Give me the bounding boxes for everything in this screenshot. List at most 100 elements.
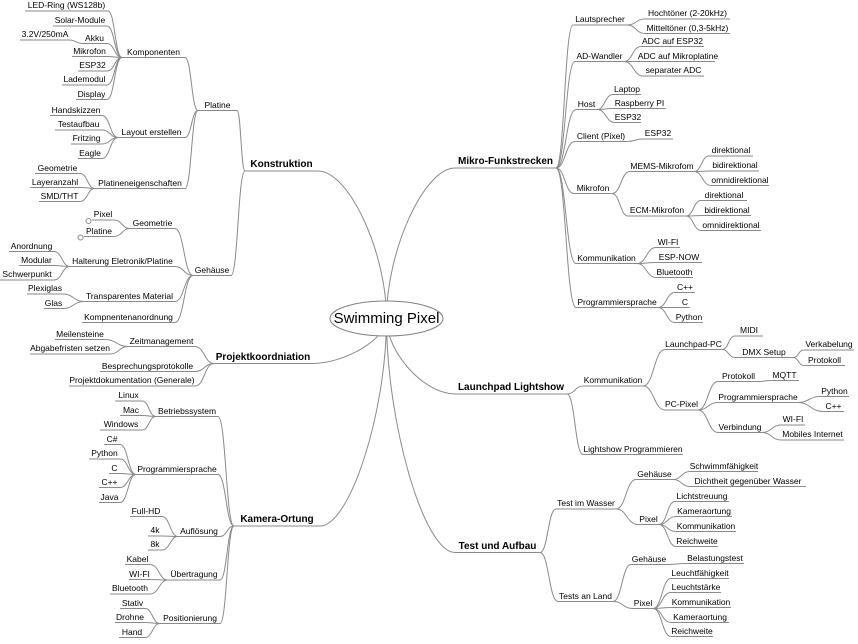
node-uebertragung[interactable]: Übertragung <box>170 569 218 579</box>
node-verkabelung[interactable]: Verkabelung <box>805 339 853 349</box>
node-pixel_g[interactable]: Pixel <box>93 209 113 219</box>
node-kompanord[interactable]: Kompnentenanordnung <box>84 311 173 322</box>
node-client[interactable]: Client (Pixel) <box>576 130 626 141</box>
node-display[interactable]: Display <box>77 88 106 99</box>
node-fullhd[interactable]: Full-HD <box>131 505 161 516</box>
node-lightshowprog[interactable]: Lightshow Programmieren <box>583 443 683 454</box>
node-bluetooth_k[interactable]: Bluetooth <box>112 583 148 593</box>
node-aufloesung[interactable]: Auflösung <box>180 525 218 536</box>
node-python_m[interactable]: Python <box>675 311 703 322</box>
node-belastung[interactable]: Belastungstest <box>687 552 743 563</box>
node-dmx[interactable]: DMX Setup <box>742 346 786 357</box>
node-pcpixel[interactable]: PC-Pixel <box>664 399 699 409</box>
node-cpp_m[interactable]: C++ <box>676 281 694 292</box>
node-komponenten[interactable]: Komponenten <box>127 46 180 57</box>
node-mems_omni[interactable]: omnidirektional <box>711 174 769 185</box>
node-anordnung[interactable]: Anordnung <box>10 240 53 251</box>
node-kabel[interactable]: Kabel <box>126 553 149 564</box>
fold-indicator-pixel_g[interactable] <box>85 218 92 224</box>
node-progspr_k[interactable]: Programmiersprache <box>137 463 217 474</box>
node-laptop[interactable]: Laptop <box>614 83 640 94</box>
node-plexiglas[interactable]: Plexiglas <box>27 283 63 293</box>
node-projekt[interactable]: Projektkoordniation <box>215 351 311 363</box>
node-cpp_k[interactable]: C++ <box>101 476 118 487</box>
node-glas[interactable]: Glas <box>44 297 63 308</box>
node-betriebs[interactable]: Betriebssystem <box>157 405 217 416</box>
node-komm_m[interactable]: Kommunikation <box>577 252 636 263</box>
node-mikrofon_m[interactable]: Mikrofon <box>576 182 610 193</box>
node-leuchtstaerke[interactable]: Leuchtstärke <box>671 581 721 592</box>
node-midi[interactable]: MIDI <box>740 325 758 335</box>
node-ledring[interactable]: LED-Ring (WS128b) <box>27 0 106 10</box>
node-mems_dir[interactable]: direktional <box>711 145 751 155</box>
node-wifi_l[interactable]: WI-FI <box>782 414 804 424</box>
node-testaufbau[interactable]: Testaufbau <box>57 119 100 129</box>
node-bluetooth_m[interactable]: Bluetooth <box>656 266 693 277</box>
node-modular[interactable]: Modular <box>21 254 52 265</box>
node-layout[interactable]: Layout erstellen <box>121 126 182 137</box>
node-raspberry[interactable]: Raspberry PI <box>614 97 665 108</box>
node-ecm_bidir[interactable]: bidirektional <box>704 204 750 215</box>
node-akku[interactable]: Akku <box>85 32 104 43</box>
node-abgabe[interactable]: Abgabefristen setzen <box>30 343 110 353</box>
node-gehaeuse_l[interactable]: Gehäuse <box>631 553 667 564</box>
node-kamera[interactable]: Kamera-Ortung <box>240 514 314 525</box>
node-launchpad[interactable]: Launchpad Lightshow <box>457 382 565 393</box>
node-dichtheit[interactable]: Dichtheit gegenüber Wasser <box>694 475 802 486</box>
node-halterung[interactable]: Halterung Eletronik/Platine <box>72 255 173 266</box>
node-drohne[interactable]: Drohne <box>116 611 144 622</box>
node-fourk[interactable]: 4k <box>150 525 160 535</box>
node-protokoll_pc[interactable]: Protokoll <box>721 370 756 381</box>
node-pixel_w[interactable]: Pixel <box>639 513 658 524</box>
node-mqtt[interactable]: MQTT <box>772 369 797 380</box>
node-schwimm[interactable]: Schwimmfähigkeit <box>689 460 759 471</box>
node-hochtoener[interactable]: Hochtöner (2-20kHz) <box>648 8 727 18</box>
node-komm_l[interactable]: Kommunikation <box>583 375 643 385</box>
node-geometrie_g[interactable]: Geometrie <box>132 217 173 228</box>
node-testundaufbau[interactable]: Test und Aufbau <box>458 540 537 552</box>
node-python_k[interactable]: Python <box>91 448 118 458</box>
node-lichtstreuung[interactable]: Lichtstreuung <box>676 490 728 501</box>
node-projektdok[interactable]: Projektdokumentation (Generale) <box>69 375 195 385</box>
node-csharp[interactable]: C# <box>106 433 118 444</box>
node-eagle[interactable]: Eagle <box>79 147 101 158</box>
node-esp32_client[interactable]: ESP32 <box>644 128 672 138</box>
node-meilensteine[interactable]: Meilensteine <box>56 328 104 339</box>
node-mems[interactable]: MEMS-Mikrofom <box>630 160 694 171</box>
node-mikrofunk[interactable]: Mikro-Funkstrecken <box>457 156 554 167</box>
node-mobiles[interactable]: Mobiles Internet <box>782 429 843 439</box>
node-adc_sep[interactable]: separater ADC <box>645 65 702 75</box>
node-python_l[interactable]: Python <box>821 385 848 396</box>
node-wifi_m[interactable]: WI-FI <box>657 236 679 247</box>
node-adc_esp[interactable]: ADC auf ESP32 <box>642 35 703 46</box>
node-solarmodule[interactable]: Solar-Module <box>54 15 106 25</box>
node-verbindung[interactable]: Verbindung <box>718 421 762 432</box>
node-reichweite_w[interactable]: Reichweite <box>676 535 718 546</box>
node-kameraortung_w[interactable]: Kameraortung <box>677 505 731 516</box>
node-smdtht[interactable]: SMD/THT <box>40 190 79 201</box>
node-kameraortung_tl[interactable]: Kameraortung <box>673 611 727 622</box>
node-platine[interactable]: Platine <box>204 99 231 110</box>
node-platine_g[interactable]: Platine <box>86 225 112 236</box>
node-pixel_l[interactable]: Pixel <box>633 597 653 608</box>
node-zeitmgmt[interactable]: Zeitmanagement <box>129 335 194 346</box>
node-akkuspec[interactable]: 3.2V/250mA <box>21 29 69 39</box>
node-gehaeuse_k[interactable]: Gehäuse <box>194 264 230 275</box>
node-adwandler[interactable]: AD-Wandler <box>576 50 623 61</box>
node-schwerpunkt[interactable]: Schwerpunkt <box>2 269 52 279</box>
node-plateigen[interactable]: Platineneigenschaften <box>98 177 182 188</box>
node-hand[interactable]: Hand <box>121 626 143 637</box>
node-mems_bidir[interactable]: bidirektional <box>712 160 758 170</box>
node-reichweite_tl[interactable]: Reichweite <box>671 625 713 636</box>
node-leuchtfaehig[interactable]: Leuchtfähigkeit <box>671 567 729 578</box>
node-host[interactable]: Host <box>577 98 596 109</box>
fold-indicator-platine_g[interactable] <box>77 234 84 241</box>
node-ecm_omni[interactable]: omnidirektional <box>702 219 760 230</box>
node-esp32_host[interactable]: ESP32 <box>614 111 642 122</box>
node-c_k[interactable]: C <box>111 462 118 473</box>
node-ecm_dir[interactable]: direktional <box>704 189 744 200</box>
node-lademodul[interactable]: Lademodul <box>63 74 106 84</box>
node-transparent[interactable]: Transparentes Material <box>85 290 174 301</box>
node-windows[interactable]: Windows <box>103 419 139 429</box>
node-espnow[interactable]: ESP-NOW <box>658 251 700 262</box>
